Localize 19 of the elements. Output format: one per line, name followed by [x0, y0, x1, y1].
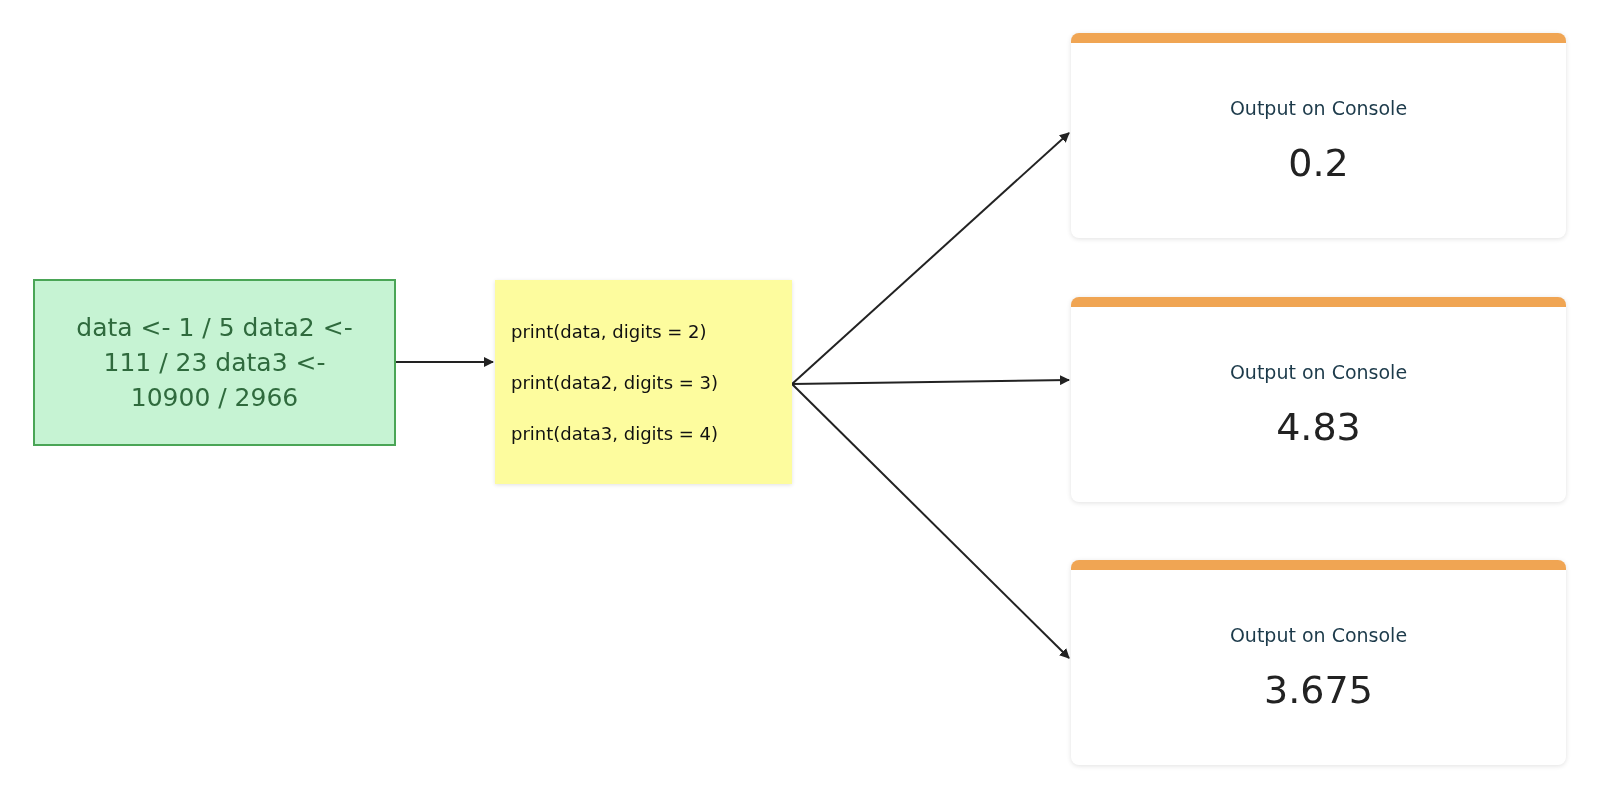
arrow [791, 375, 1070, 386]
output-value: 3.675 [1264, 667, 1373, 712]
output-card [1071, 33, 1566, 238]
code-line: print(data3, digits = 4) [511, 422, 720, 444]
code-line: print(data2, digits = 3) [511, 371, 720, 393]
code-box [33, 279, 396, 446]
output-value: 4.83 [1276, 404, 1361, 449]
code-line: print(data, digits = 2) [511, 320, 708, 342]
arrow [791, 383, 1070, 659]
arrow [791, 132, 1070, 385]
code-text: data <- 1 / 5 data2 <- 111 / 23 data3 <- 10900 / 2966 [75, 312, 354, 414]
output-card [1071, 297, 1566, 502]
output-card [1071, 560, 1566, 765]
card-heading: Output on Console [1229, 360, 1408, 383]
code-note [495, 280, 792, 484]
output-value: 0.2 [1288, 140, 1349, 185]
card-heading: Output on Console [1229, 96, 1408, 119]
arrow [395, 357, 494, 367]
card-heading: Output on Console [1229, 623, 1408, 646]
